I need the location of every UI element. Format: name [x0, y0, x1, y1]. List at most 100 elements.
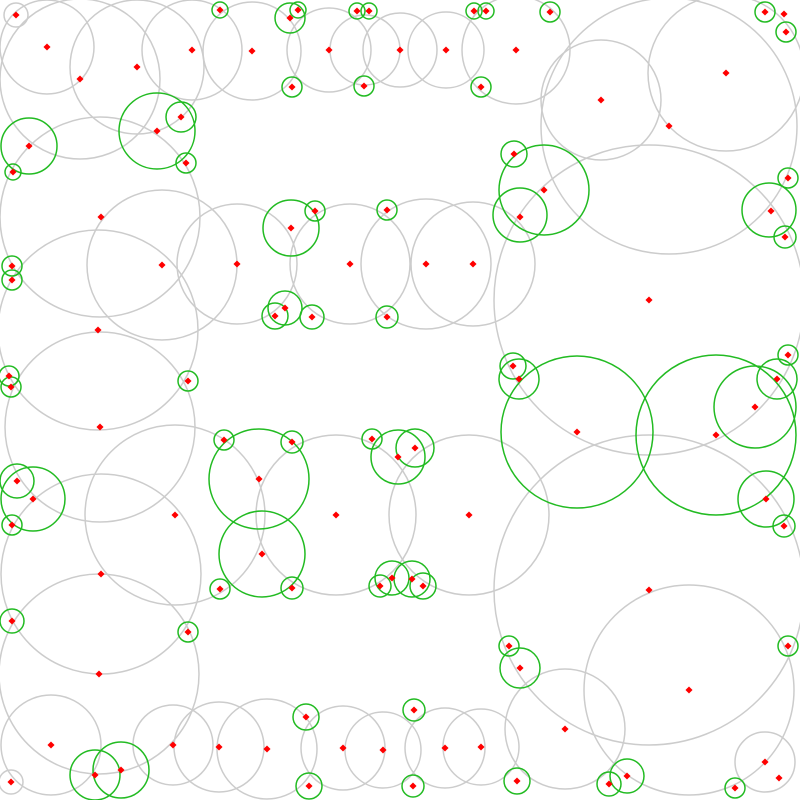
- green-circle: [261, 302, 289, 330]
- center-dot: [784, 642, 792, 650]
- center-dot: [605, 780, 613, 788]
- gray-circle: [360, 198, 492, 330]
- center-dot: [408, 575, 416, 583]
- gray-circle: [540, 0, 798, 255]
- green-circle: [477, 2, 495, 20]
- gray-circle: [540, 39, 662, 161]
- green-circle: [503, 767, 531, 795]
- green-circle: [754, 1, 776, 23]
- center-dot: [515, 375, 523, 383]
- green-circle: [4, 163, 22, 181]
- center-dot: [255, 475, 263, 483]
- green-circle: [304, 200, 326, 222]
- gray-circle: [734, 731, 796, 793]
- green-circle: [0, 117, 58, 175]
- center-dot: [215, 743, 223, 751]
- center-dot: [287, 224, 295, 232]
- center-dot: [482, 7, 490, 15]
- center-dot: [383, 206, 391, 214]
- gray-circle: [84, 424, 266, 606]
- green-circle: [741, 182, 797, 238]
- center-dot: [258, 550, 266, 558]
- center-dot: [469, 260, 477, 268]
- center-dot: [184, 628, 192, 636]
- center-dot: [216, 6, 224, 14]
- center-dot: [177, 113, 185, 121]
- center-dot: [784, 351, 792, 359]
- center-dots-layer: [5, 6, 792, 792]
- center-dot: [346, 260, 354, 268]
- center-dot: [94, 326, 102, 334]
- center-dot: [731, 784, 739, 792]
- center-dot: [509, 362, 517, 370]
- center-dot: [645, 296, 653, 304]
- center-dot: [379, 746, 387, 754]
- green-circle: [0, 466, 66, 532]
- green-circle: [498, 635, 520, 657]
- center-dot: [784, 174, 792, 182]
- center-dot: [782, 28, 790, 36]
- center-dot: [8, 617, 16, 625]
- center-dot: [510, 150, 518, 158]
- green-circle: [360, 2, 378, 20]
- center-dot: [442, 46, 450, 54]
- center-dot: [117, 766, 125, 774]
- center-dot: [158, 261, 166, 269]
- green-circle: [374, 560, 410, 596]
- green-circle: [775, 21, 797, 43]
- center-dot: [7, 383, 15, 391]
- green-circle: [368, 574, 392, 598]
- green-circle: [500, 355, 654, 509]
- green-circle: [262, 199, 320, 257]
- center-dot: [286, 14, 294, 22]
- gray-circle: [407, 11, 485, 89]
- green-circle: [211, 1, 229, 19]
- center-dot: [767, 207, 775, 215]
- center-dot: [470, 7, 478, 15]
- center-dot: [365, 7, 373, 15]
- center-dot: [505, 642, 513, 650]
- green-circle: [395, 428, 435, 468]
- center-dot: [13, 477, 21, 485]
- green-circle: [299, 304, 325, 330]
- green-circle: [499, 647, 541, 689]
- center-dot: [97, 570, 105, 578]
- center-dot: [96, 423, 104, 431]
- gray-circle: [0, 229, 199, 431]
- center-dot: [597, 96, 605, 104]
- green-circle: [777, 167, 799, 189]
- center-dot: [419, 582, 427, 590]
- center-dot: [780, 10, 788, 18]
- center-dot: [376, 582, 384, 590]
- gray-circle: [0, 0, 95, 95]
- center-dot: [339, 744, 347, 752]
- green-circle: [499, 352, 527, 380]
- center-dot: [233, 260, 241, 268]
- center-dot: [47, 741, 55, 749]
- center-dot: [516, 213, 524, 221]
- center-dot: [712, 431, 720, 439]
- center-dot: [302, 713, 310, 721]
- center-dot: [220, 436, 228, 444]
- green-circle: [772, 514, 796, 538]
- green-circle: [177, 370, 199, 392]
- gray-circle: [504, 668, 626, 790]
- gray-circle: [493, 434, 800, 746]
- center-dot: [332, 511, 340, 519]
- center-dot: [182, 159, 190, 167]
- center-dot: [188, 46, 196, 54]
- center-dot: [409, 782, 417, 790]
- center-dot: [311, 207, 319, 215]
- center-dot: [171, 511, 179, 519]
- center-dot: [516, 664, 524, 672]
- gray-circle: [216, 698, 318, 800]
- green-circle: [208, 428, 310, 530]
- green-circle: [1, 269, 23, 291]
- green-circle: [773, 225, 797, 249]
- green-circle: [635, 354, 797, 516]
- green-circle: [500, 140, 528, 168]
- center-dot: [665, 122, 673, 130]
- green-circle: [209, 578, 231, 600]
